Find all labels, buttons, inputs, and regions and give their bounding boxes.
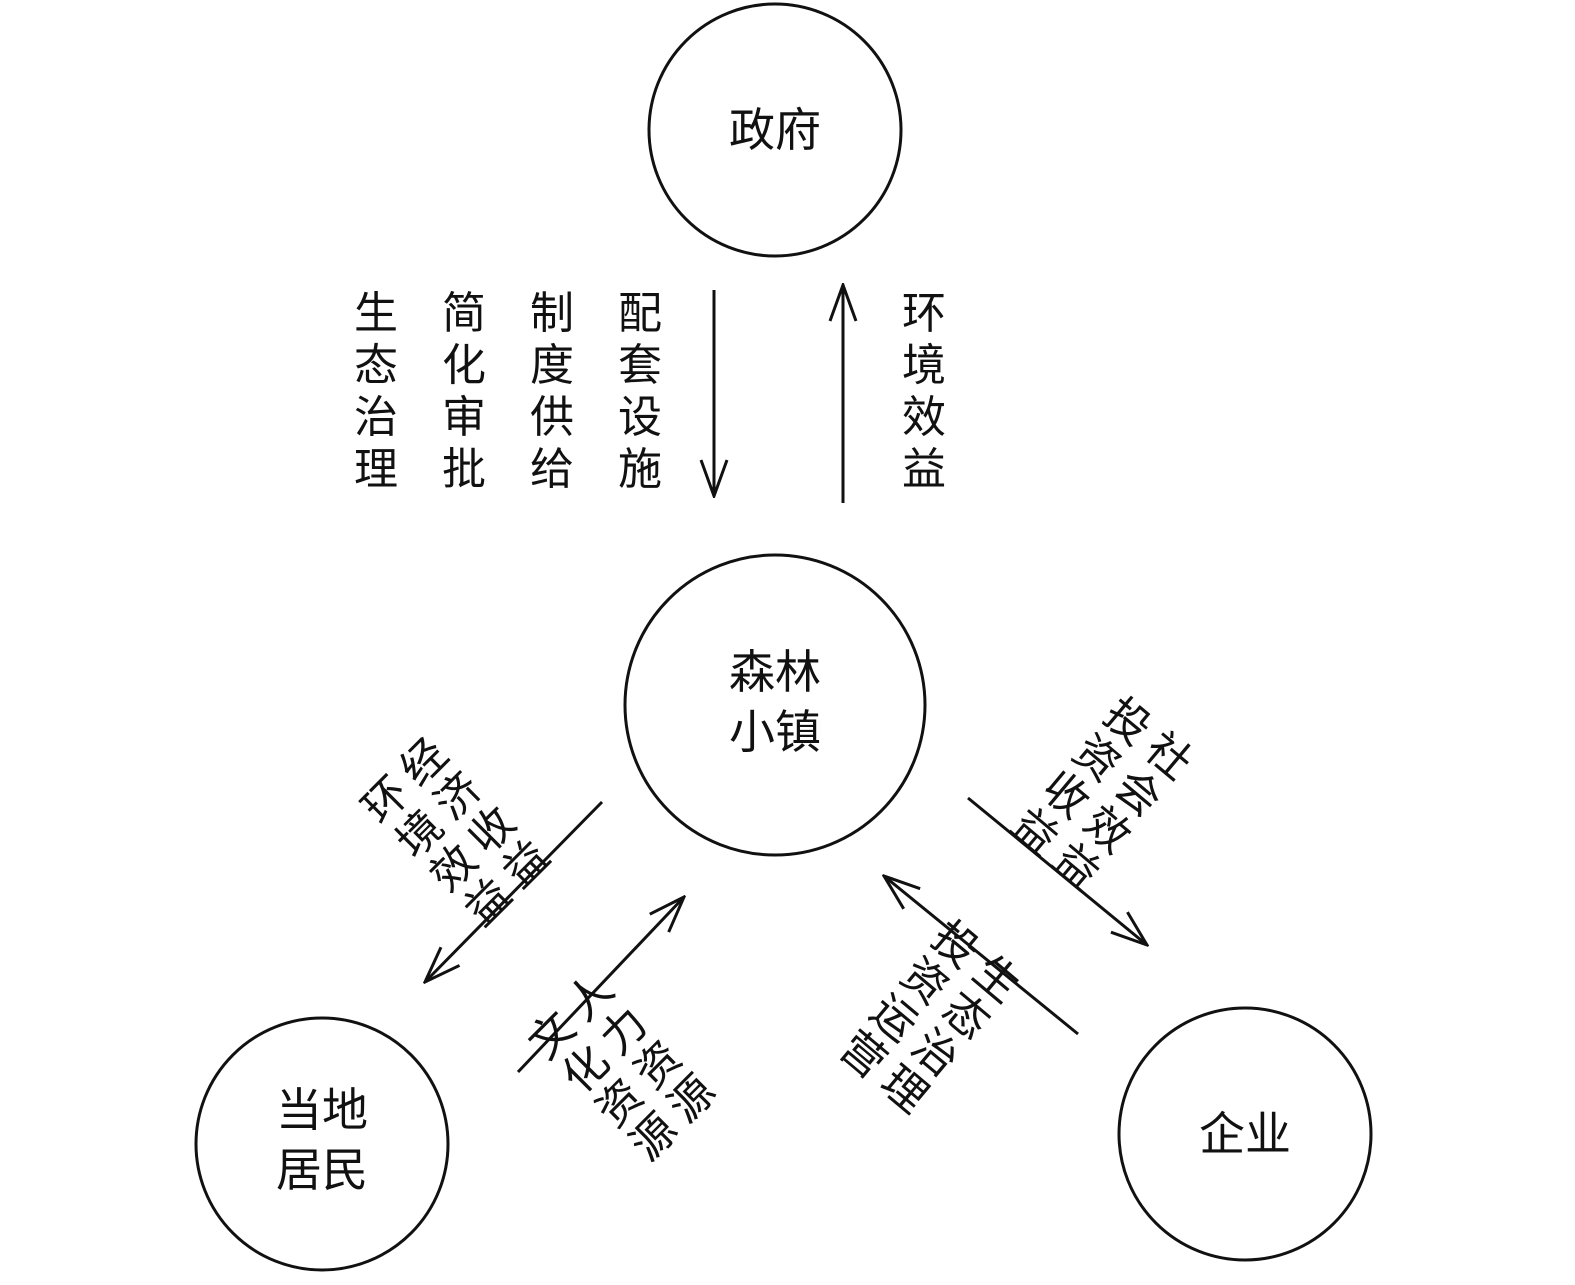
node-enterprise: 企业 — [1117, 1006, 1373, 1262]
label-environmental-benefit-gov: 环境效益 — [902, 288, 946, 495]
node-residents: 当地 居民 — [194, 1016, 450, 1272]
government-label: 政府 — [729, 103, 821, 157]
forest-town-label-line1: 森林 — [729, 645, 821, 699]
residents-label-line2: 居民 — [276, 1143, 368, 1197]
label-ecological-governance: 生态治理 — [354, 288, 398, 495]
government-circle — [647, 2, 903, 258]
arrow-enterprise-to-town — [884, 876, 1079, 1036]
arrow-residents-to-town — [516, 897, 684, 1074]
residents-label-line1: 当地 — [276, 1083, 368, 1137]
node-government: 政府 — [647, 2, 903, 258]
arrow-town-to-residents — [425, 800, 604, 982]
label-institutional-supply: 制度供给 — [530, 288, 574, 495]
enterprise-label: 企业 — [1199, 1107, 1291, 1161]
gov-down-labels: 配套设施 制度供给 简化审批 生态治理 — [354, 288, 662, 495]
enterprise-circle — [1117, 1006, 1373, 1262]
node-forest-town: 森林 小镇 — [623, 553, 927, 857]
town-to-enterprise-labels: 社会效益 投资收益 — [1001, 688, 1201, 900]
label-supporting-facilities: 配套设施 — [618, 288, 662, 495]
label-simplified-approval: 简化审批 — [442, 288, 486, 495]
forest-town-label-line2: 小镇 — [729, 705, 821, 759]
gov-up-labels: 环境效益 — [902, 288, 946, 495]
residents-circle — [194, 1016, 450, 1272]
forest-town-circle — [623, 553, 927, 857]
residents-to-town-labels: 人力资源 文化资源 — [519, 964, 726, 1171]
town-to-residents-labels: 经济收益 环境效益 — [353, 729, 560, 936]
enterprise-to-town-labels: 生态治理 投资运营 — [829, 911, 1029, 1123]
arrow-town-to-enterprise — [967, 796, 1147, 945]
